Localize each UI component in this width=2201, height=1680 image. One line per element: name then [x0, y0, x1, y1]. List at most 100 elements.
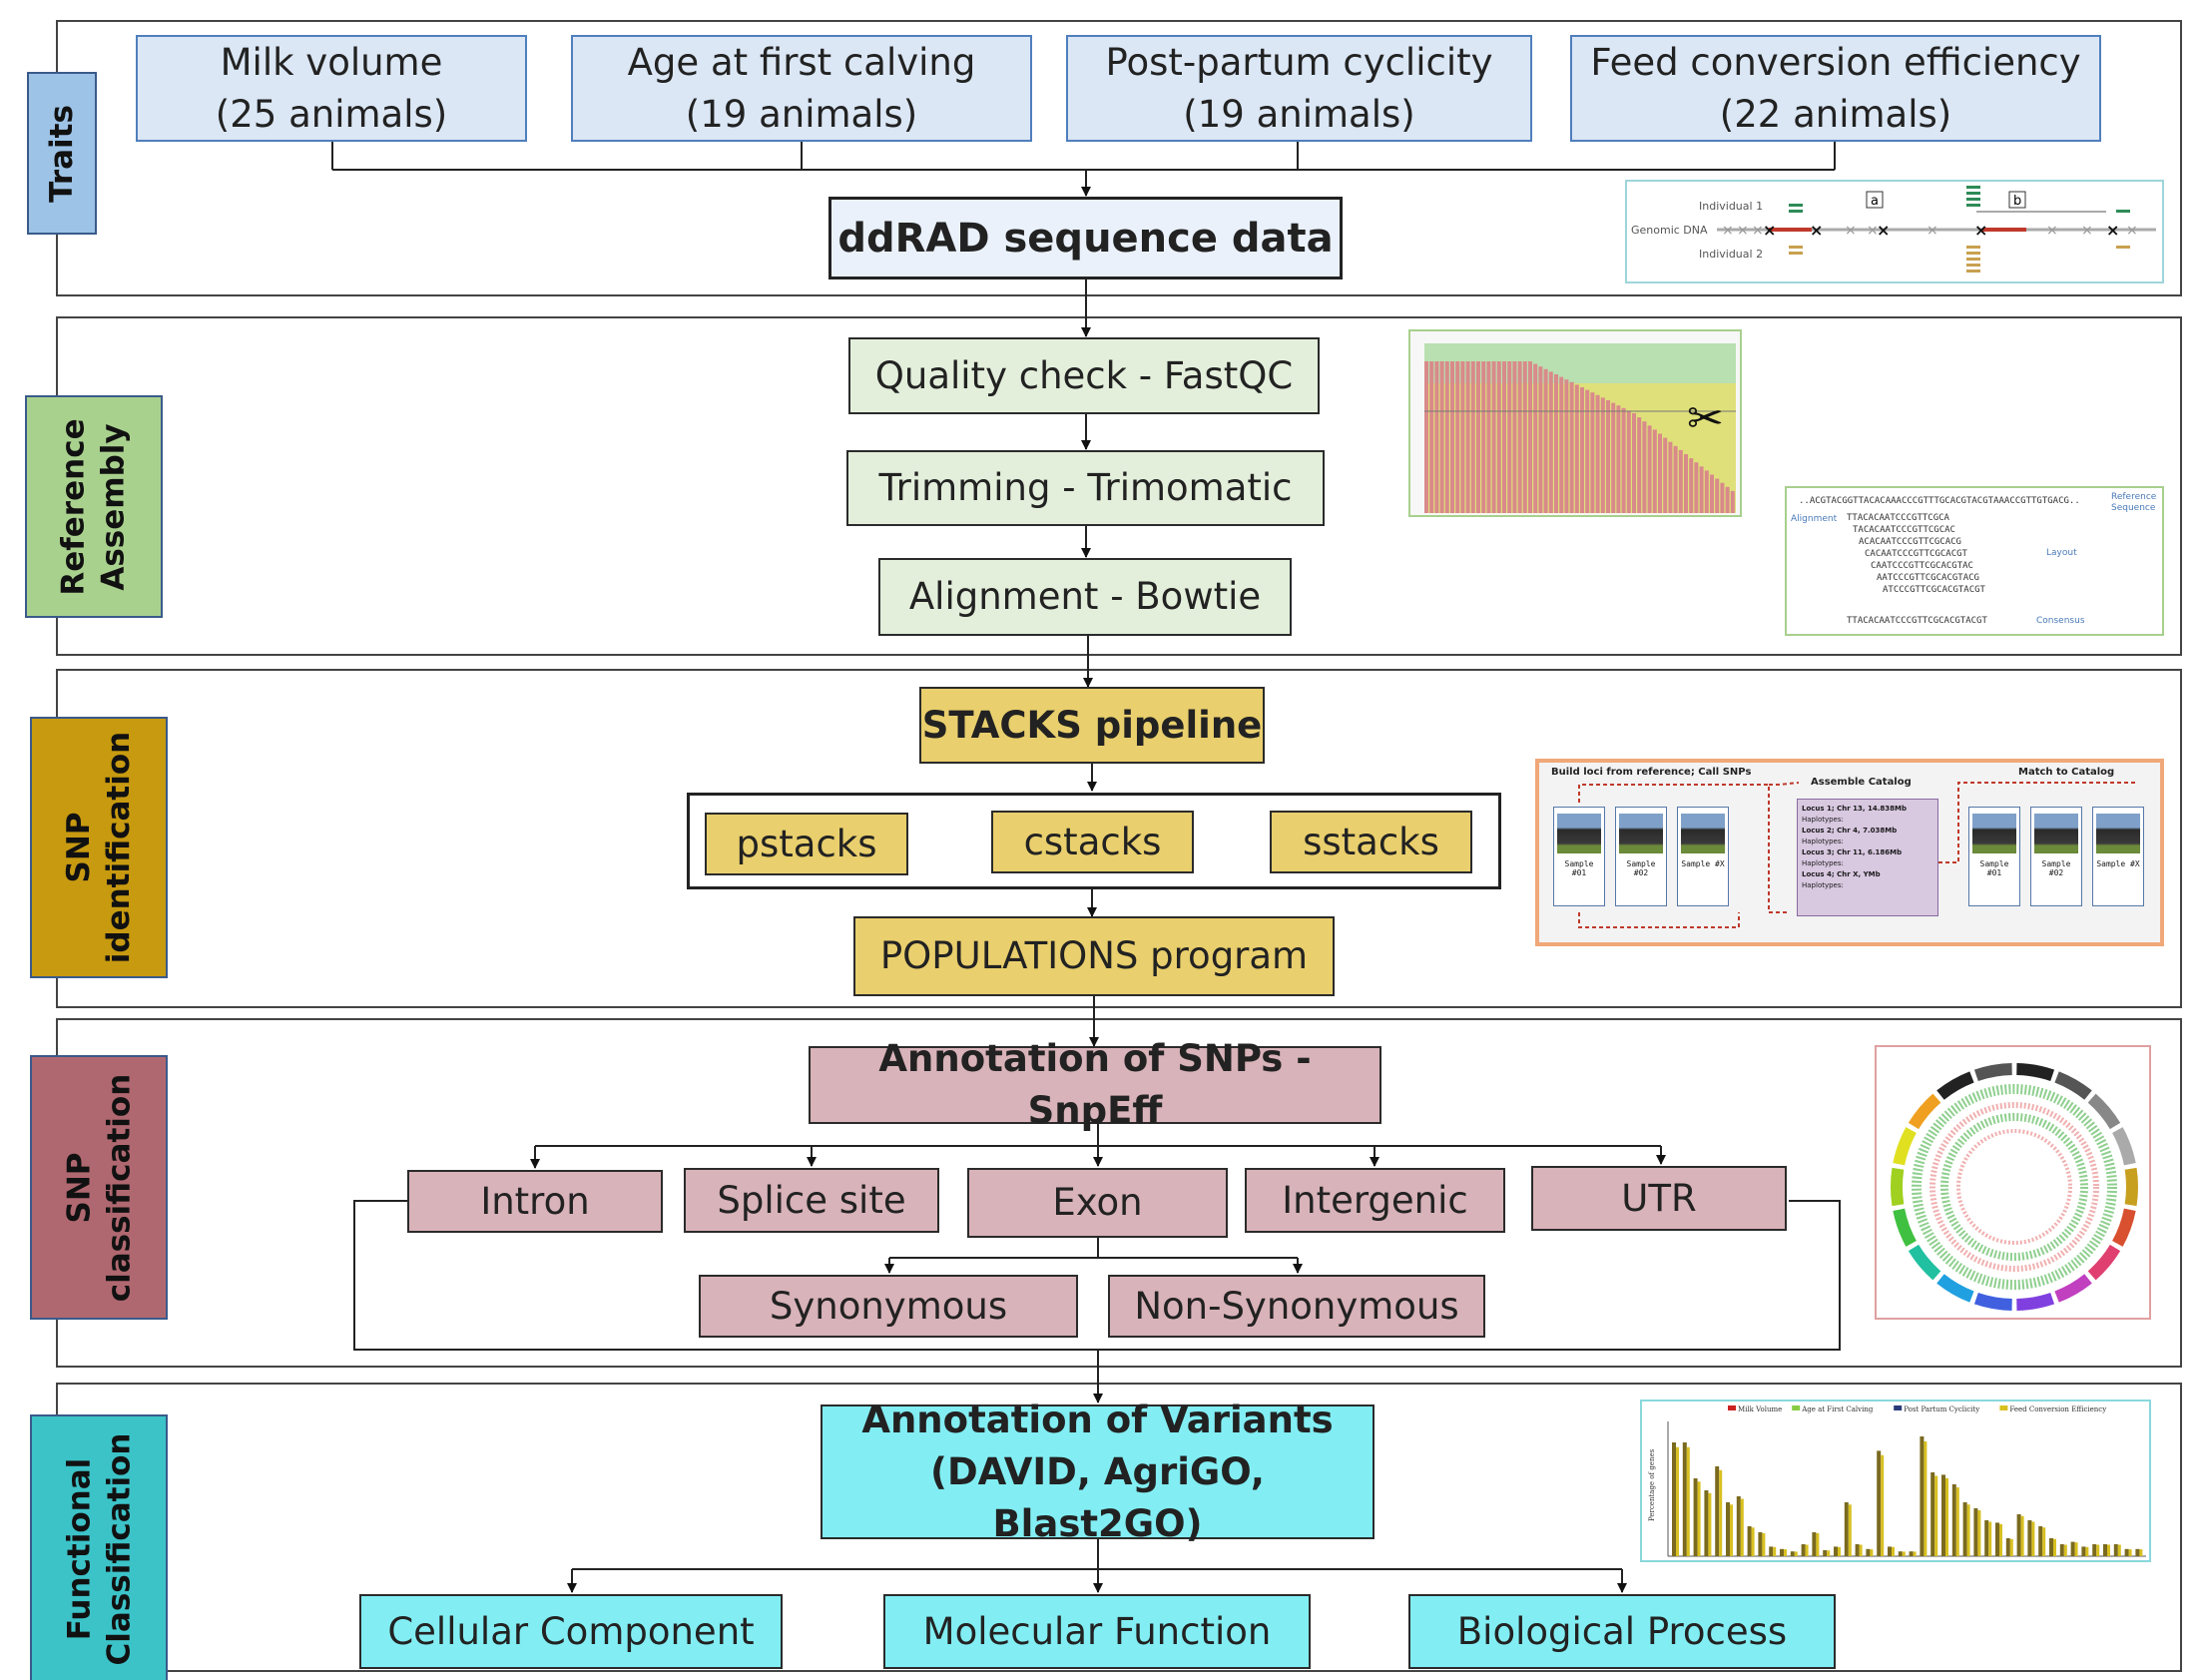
legend-swatch	[1999, 1405, 2008, 1410]
go-bar	[1977, 1510, 1981, 1556]
go-bar	[1751, 1527, 1755, 1556]
snpeff-annotation-box: Annotation of SNPs - SnpEff	[809, 1037, 1381, 1132]
snp-classification-label: SNP classification	[30, 1055, 168, 1320]
go-bar	[1812, 1532, 1817, 1556]
trimming-box: Trimming - Trimomatic	[846, 450, 1325, 526]
snp-identification-label: SNP identification	[30, 717, 168, 978]
intergenic-box: Intergenic	[1245, 1168, 1505, 1233]
quality-bar	[1476, 361, 1480, 513]
go-bar	[1682, 1442, 1687, 1556]
legend-label: Post Partum Cyclicity	[1904, 1405, 1979, 1413]
quality-bar	[1611, 402, 1616, 513]
quality-bar	[1444, 361, 1449, 513]
go-bar	[1859, 1544, 1863, 1556]
quality-bar	[1538, 366, 1543, 513]
svg-text:×: ×	[2081, 223, 2093, 239]
aligned-read: ACACAATCCCGTTCGCACG	[1859, 537, 1961, 547]
svg-text:×: ×	[1810, 221, 1823, 240]
quality-bar	[1486, 361, 1491, 513]
alignment-box: Alignment - Bowtie	[878, 558, 1292, 636]
cattle-photo	[2096, 814, 2140, 853]
haplotypes-entry: Haplotypes:	[1802, 816, 1844, 824]
go-bar	[1780, 1548, 1784, 1556]
chromosome-arc	[2016, 1063, 2055, 1082]
quality-bar	[1720, 482, 1725, 513]
reference-sequence: ..ACGTACGGTTACACAAACCCGTTTGCACGTACGTAAAC…	[1799, 496, 2080, 506]
go-bar	[2009, 1538, 2013, 1556]
go-bar	[1708, 1492, 1712, 1556]
chromosome-arc	[2054, 1071, 2092, 1100]
aligned-read: AATCCCGTTCGCACGTACG	[1877, 573, 1979, 583]
go-bar	[1888, 1546, 1892, 1556]
go-bar	[1999, 1523, 2002, 1556]
sample-card: Sample #02	[2030, 807, 2082, 906]
sample-card: Sample #02	[1615, 807, 1667, 906]
utr-box: UTR	[1531, 1166, 1787, 1231]
go-bar	[1838, 1546, 1841, 1556]
quality-bar	[1465, 361, 1470, 513]
splice-site-box: Splice site	[684, 1168, 939, 1233]
traits-label: Traits	[27, 72, 97, 235]
go-bar	[1898, 1551, 1903, 1556]
go-bar	[1988, 1521, 1992, 1556]
quality-bar	[1626, 410, 1631, 513]
consensus-label: Consensus	[2036, 616, 2085, 626]
go-bar	[1844, 1502, 1849, 1556]
molecular-function-box: Molecular Function	[883, 1594, 1311, 1669]
quality-bar	[1455, 361, 1460, 513]
quality-bar	[1481, 361, 1486, 513]
chromosome-arc	[1973, 1063, 2012, 1082]
match-catalog-label: Match to Catalog	[2018, 767, 2115, 778]
quality-bar	[1439, 361, 1444, 513]
go-bar	[1909, 1551, 1914, 1556]
quality-bar	[1491, 361, 1496, 513]
y-axis-label: Percentage of genes	[1648, 1448, 1656, 1521]
svg-text:×: ×	[1763, 221, 1776, 240]
cattle-photo	[1972, 814, 2016, 853]
reference-seq-label: Reference Sequence	[2111, 492, 2157, 513]
go-bar	[1930, 1472, 1935, 1556]
go-bar	[1962, 1502, 1967, 1556]
quality-bar	[1590, 392, 1595, 513]
chromosome-arc	[2112, 1208, 2136, 1247]
go-bar	[1794, 1551, 1798, 1556]
sstacks-box: sstacks	[1270, 811, 1472, 873]
svg-text:×: ×	[1845, 223, 1857, 239]
trait-age-first-calving: Age at first calving(19 animals)	[571, 35, 1032, 142]
go-bar	[1790, 1551, 1795, 1556]
go-bar	[2038, 1526, 2043, 1556]
go-bar	[2113, 1544, 2118, 1556]
sample-label: Sample #01	[1979, 859, 2009, 877]
go-bar	[2096, 1544, 2100, 1556]
sample-card: Sample #X	[1677, 807, 1729, 906]
svg-text:×: ×	[2106, 221, 2119, 240]
go-bar	[1740, 1498, 1744, 1556]
synonymous-box: Synonymous	[699, 1275, 1078, 1338]
svg-text:×: ×	[1877, 221, 1890, 240]
quality-check-box: Quality check - FastQC	[848, 337, 1320, 414]
quality-bar	[1710, 474, 1714, 513]
trait-milk-volume: Milk volume(25 animals)	[136, 35, 527, 142]
quality-bar	[1600, 397, 1605, 513]
quality-bar	[1658, 433, 1662, 513]
svg-text:×: ×	[1867, 223, 1879, 239]
quality-bar	[1564, 379, 1569, 513]
go-bar	[1881, 1454, 1885, 1556]
individual2-label: Individual 2	[1699, 248, 1763, 261]
variant-annotation-box: Annotation of Variants (DAVID, AgriGO, B…	[821, 1399, 1375, 1545]
ddrad-sequence-data-box: ddRAD sequence data	[828, 197, 1343, 280]
quality-bar	[1595, 394, 1600, 513]
go-bar	[1924, 1441, 1927, 1556]
go-bar	[1784, 1549, 1787, 1556]
quality-bar	[1730, 490, 1735, 513]
quality-bar	[1606, 400, 1610, 513]
go-bar	[1951, 1484, 1956, 1556]
quality-bar	[1548, 371, 1553, 513]
quality-bar	[1470, 361, 1475, 513]
quality-bar	[1725, 486, 1730, 513]
go-bar	[2070, 1541, 2075, 1556]
mark-a: a	[1871, 194, 1879, 209]
